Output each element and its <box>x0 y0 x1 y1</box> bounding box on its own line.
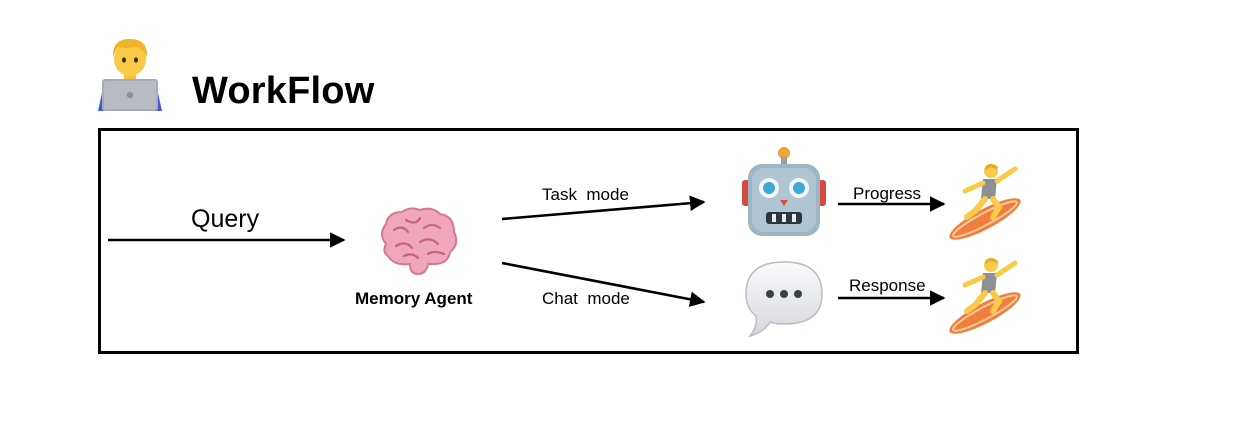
query-label: Query <box>191 205 260 233</box>
response-label: Response <box>849 276 926 295</box>
task-mode-label: Task mode <box>542 185 629 204</box>
page-title: WorkFlow <box>192 70 375 112</box>
chat-mode-arrow <box>501 261 706 307</box>
task-mode-arrow <box>501 195 706 221</box>
speech-bubble-icon <box>742 258 826 340</box>
progress-label: Progress <box>853 184 922 203</box>
surfer-icon-progress <box>945 161 1025 240</box>
surfer-icon-response <box>945 255 1025 334</box>
person-at-laptop-icon <box>96 35 164 111</box>
brain-icon <box>376 206 458 276</box>
memory-agent-label: Memory Agent <box>355 289 473 308</box>
chat-mode-label: Chat mode <box>542 289 630 308</box>
workflow-frame <box>98 128 1079 354</box>
robot-icon <box>742 146 826 238</box>
